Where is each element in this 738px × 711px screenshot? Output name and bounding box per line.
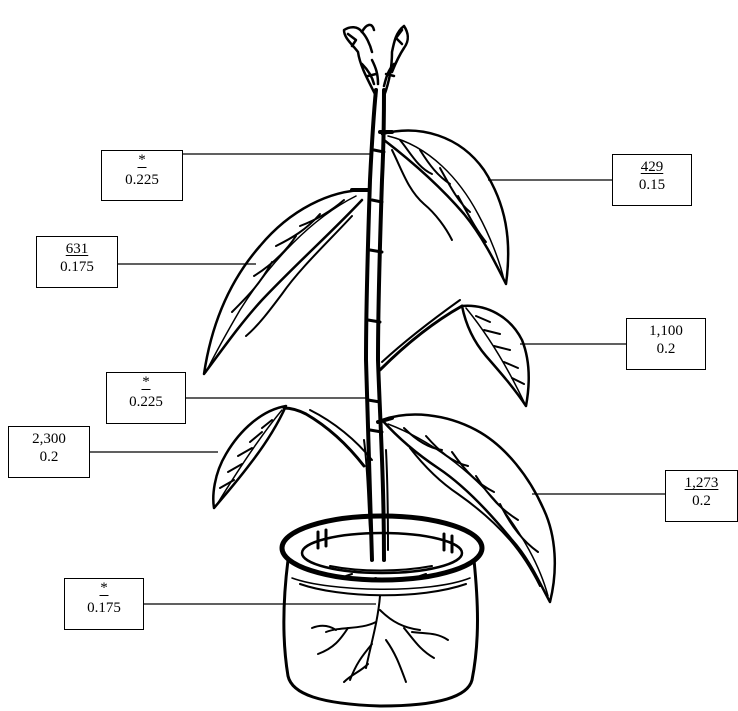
label-bottom-value: 0.2 xyxy=(666,492,737,510)
label-top-value: 2,300 xyxy=(9,430,89,448)
label-bottom-value: 0.225 xyxy=(102,171,182,189)
apex-buds xyxy=(344,25,408,96)
label-bottom-value: 0.175 xyxy=(65,599,143,617)
label-top-value: * xyxy=(102,154,182,167)
roots xyxy=(312,596,448,682)
leaf-lower-left xyxy=(213,406,372,508)
label-top-value: 429 xyxy=(613,158,691,176)
label-bottom-value: 0.225 xyxy=(107,393,185,411)
label-bottom-value: 0.15 xyxy=(613,176,691,194)
label-box-leaf-upper-right: 429 0.15 xyxy=(612,154,692,206)
label-bottom-value: 0.2 xyxy=(627,340,705,358)
label-box-roots: * 0.175 xyxy=(64,578,144,630)
leaf-upper-left xyxy=(204,190,368,374)
leaf-lower-right xyxy=(378,415,555,602)
stem xyxy=(364,90,388,560)
label-top-value: 1,273 xyxy=(666,474,737,492)
label-bottom-value: 0.2 xyxy=(9,448,89,466)
label-box-stem-middle: * 0.225 xyxy=(106,372,186,424)
leaf-upper-right xyxy=(380,131,508,284)
label-bottom-value: 0.175 xyxy=(37,258,117,276)
label-box-leaf-upper-left: 631 0.175 xyxy=(36,236,118,288)
label-top-value: * xyxy=(107,376,185,389)
label-box-leaf-lower-right: 1,273 0.2 xyxy=(665,470,738,522)
label-box-stem-upper: * 0.225 xyxy=(101,150,183,201)
label-top-value: 1,100 xyxy=(627,322,705,340)
label-box-leaf-lower-left: 2,300 0.2 xyxy=(8,426,90,478)
label-box-leaf-middle-right: 1,100 0.2 xyxy=(626,318,706,370)
label-top-value: * xyxy=(65,582,143,595)
label-top-value: 631 xyxy=(37,240,117,258)
leaf-middle-right xyxy=(380,300,529,406)
